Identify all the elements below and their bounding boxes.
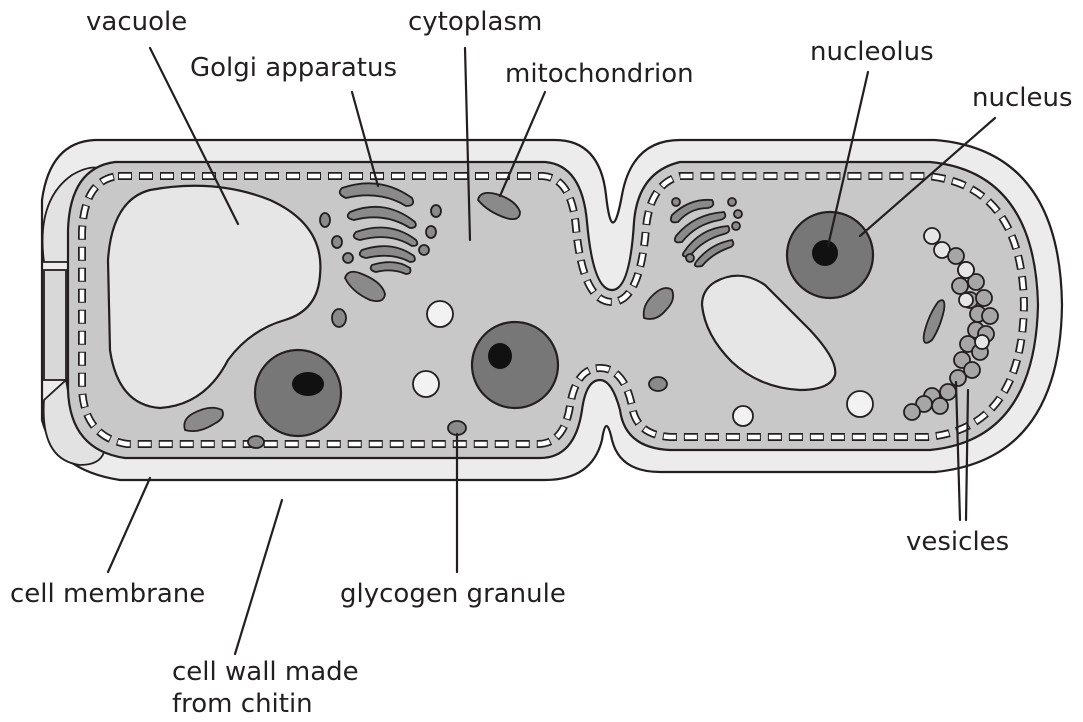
label-mitochondrion: mitochondrion [505,59,694,89]
nucleus-left [255,350,341,436]
label-glycogen-granule: glycogen granule [340,579,566,609]
label-nucleus: nucleus [972,83,1073,113]
cell-wall-left-band [44,270,66,380]
label-nucleolus: nucleolus [810,37,934,67]
label-cell-wall-line2: from chitin [172,689,313,719]
label-vesicles: vesicles [906,527,1009,557]
label-golgi-apparatus: Golgi apparatus [190,53,397,83]
label-cytoplasm: cytoplasm [408,7,542,37]
label-cell-membrane: cell membrane [10,579,205,609]
label-vacuole: vacuole [86,7,187,37]
leader-cell-membrane [108,478,150,572]
label-cell-wall-line1: cell wall made [172,657,359,687]
nucleus-right [787,212,873,298]
nucleus-middle [472,322,558,408]
leader-cell-wall [235,500,282,654]
